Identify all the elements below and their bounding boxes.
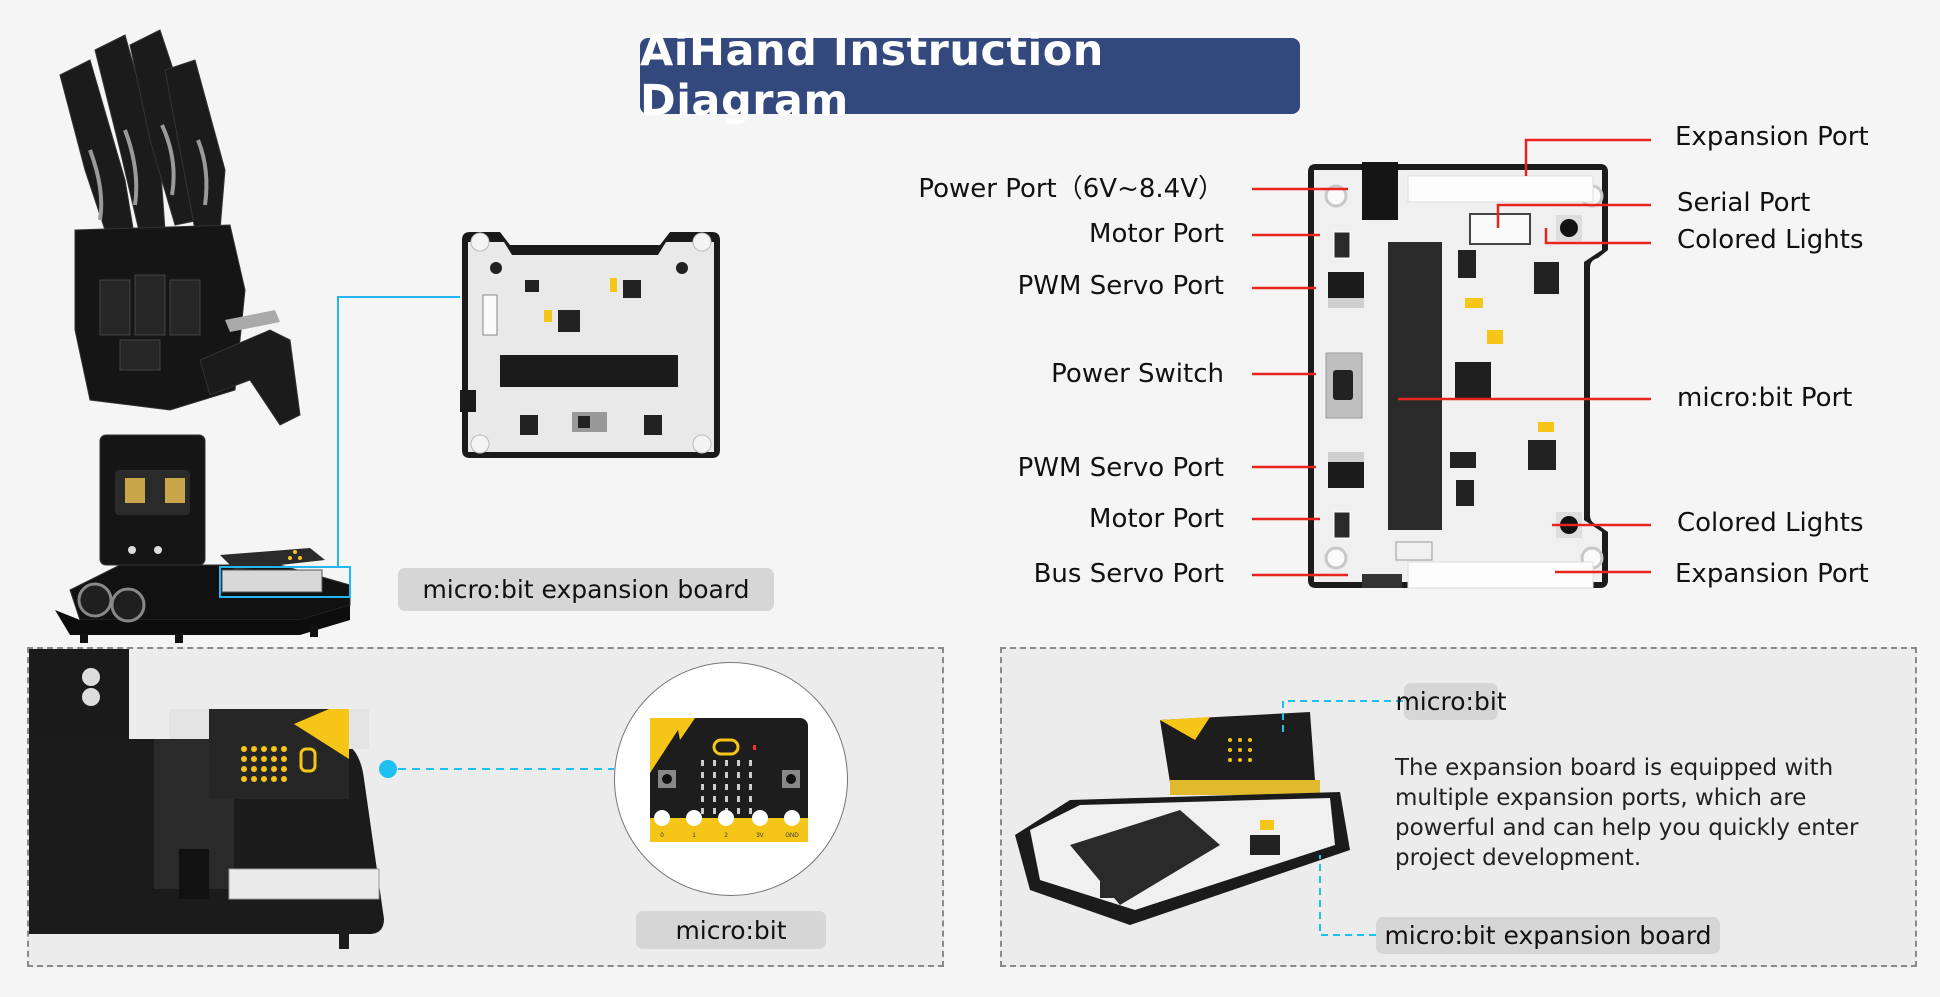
microbit-label-right-text: micro:bit xyxy=(1395,687,1507,716)
label-serial-port: Serial Port xyxy=(1677,188,1811,218)
base-closeup-image xyxy=(29,649,384,949)
label-bus-servo-port: Bus Servo Port xyxy=(1033,559,1224,589)
expansion-board-label-text: micro:bit expansion board xyxy=(422,575,750,604)
label-microbit-port: micro:bit Port xyxy=(1677,383,1853,413)
expansion-board-label: micro:bit expansion board xyxy=(398,568,774,611)
microbit-label-left-text: micro:bit xyxy=(675,915,787,945)
robot-hand-image xyxy=(55,29,351,643)
label-pwm-servo-port-1: PWM Servo Port xyxy=(1017,271,1224,301)
pin-label-2: 2 xyxy=(724,833,728,839)
leader-serial-port xyxy=(1496,203,1651,228)
board-highlight-box xyxy=(219,566,351,598)
label-expansion-port-2: Expansion Port xyxy=(1675,559,1869,589)
expansion-board-diagram xyxy=(1308,162,1608,589)
label-power-port: Power Port（6V~8.4V） xyxy=(918,174,1224,204)
expansion-board-description: The expansion board is equipped with mul… xyxy=(1395,755,1859,871)
leader-colored-lights-1 xyxy=(1544,228,1651,245)
label-motor-port-1: Motor Port xyxy=(1089,219,1224,249)
pin-label-3v: 3V xyxy=(756,833,763,839)
diagram-title-banner: AiHand Instruction Diagram xyxy=(640,26,1300,126)
microbit-label-right: micro:bit xyxy=(1395,683,1507,720)
exploded-board-image xyxy=(1015,712,1350,925)
expansion-board-label-right-text: micro:bit expansion board xyxy=(1384,921,1712,950)
connector-dot xyxy=(379,760,397,778)
label-colored-lights-1: Colored Lights xyxy=(1677,225,1864,255)
pin-label-1: 1 xyxy=(692,833,696,839)
leader-expansion-port-1 xyxy=(1524,138,1651,176)
label-motor-port-2: Motor Port xyxy=(1089,504,1224,534)
expansion-board-label-right: micro:bit expansion board xyxy=(1376,917,1720,954)
label-pwm-servo-port-2: PWM Servo Port xyxy=(1017,453,1224,483)
microbit-label-left: micro:bit xyxy=(636,911,826,949)
label-expansion-port-1: Expansion Port xyxy=(1675,122,1869,152)
diagram-title: AiHand Instruction Diagram xyxy=(640,26,1104,126)
pin-label-0: 0 xyxy=(660,833,664,839)
label-power-switch: Power Switch xyxy=(1051,359,1224,389)
label-colored-lights-2: Colored Lights xyxy=(1677,508,1864,538)
pin-label-gnd: GND xyxy=(785,833,799,839)
microbit-board-image: 0 1 2 3V GND xyxy=(650,718,808,842)
expansion-board-thumbnail xyxy=(460,232,720,458)
